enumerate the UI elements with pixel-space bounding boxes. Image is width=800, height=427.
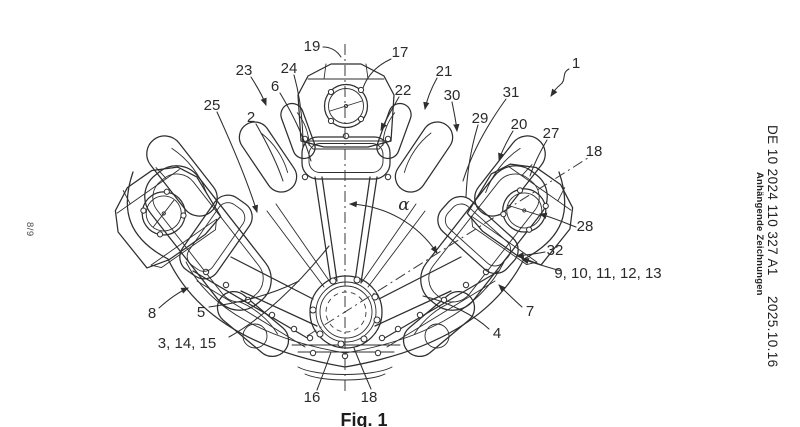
ref-label-25: 25	[204, 97, 221, 114]
sheet-number: 8/9	[24, 222, 35, 237]
boss-lower-right	[424, 323, 450, 349]
ref-label-6: 6	[271, 78, 279, 95]
margin-note: Anhängende Zeichnungen	[754, 172, 765, 296]
leader-25	[216, 111, 258, 214]
leader-19	[322, 46, 342, 58]
leader-5	[208, 280, 300, 308]
ref-label-4: 4	[493, 325, 501, 342]
publication-date: 2025.10.16	[765, 295, 780, 368]
ref-label-21: 21	[436, 63, 453, 80]
crank-front-cover	[309, 275, 383, 349]
ref-label-18-right: 18	[586, 143, 603, 160]
leader-28	[538, 212, 577, 228]
angle-alpha-label: α	[398, 195, 410, 215]
ref-label-19: 19	[304, 38, 321, 55]
ref-label-5: 5	[197, 304, 205, 321]
publication-header: DE 10 2024 110 327 A1 2025.10.16	[765, 125, 780, 367]
leader-1-squiggle	[550, 68, 570, 97]
leader-22	[380, 96, 400, 131]
ref-label-1: 1	[572, 55, 580, 72]
intake-plenum-center	[301, 136, 391, 180]
ref-label-18-bottom: 18	[361, 389, 378, 406]
ref-label-27: 27	[543, 125, 560, 142]
engine-assembly	[99, 63, 589, 381]
leader-27	[529, 139, 548, 177]
leader-17	[362, 58, 392, 89]
runner-right-inner	[388, 115, 460, 199]
ref-label-28: 28	[577, 218, 594, 235]
cylinder-axis-inclined	[306, 155, 592, 337]
ref-label-32: 32	[547, 242, 564, 259]
bottom-flange	[291, 344, 401, 360]
leader-24	[293, 74, 304, 148]
publication-number: DE 10 2024 110 327 A1	[765, 125, 780, 276]
right-margin-block: DE 10 2024 110 327 A1 2025.10.16 Anhängen…	[754, 125, 780, 367]
ref-label-22: 22	[395, 82, 412, 99]
ref-label-3-14-15: 3, 14, 15	[158, 335, 216, 352]
runner-left-inner	[232, 115, 304, 199]
flange-rail-left	[192, 268, 314, 348]
ref-label-20: 20	[511, 116, 528, 133]
bank-angle-arc	[348, 201, 438, 254]
leader-lines	[158, 46, 577, 391]
flange-rail-right	[378, 268, 500, 348]
leader-7	[498, 284, 523, 308]
ref-label-23: 23	[236, 62, 253, 79]
ref-label-2: 2	[247, 109, 255, 126]
ref-label-16: 16	[304, 389, 321, 406]
ref-label-9-10-11-12-13: 9, 10, 11, 12, 13	[554, 265, 661, 282]
leader-9-13	[521, 258, 562, 272]
leader-21	[423, 77, 438, 111]
ref-label-30: 30	[444, 87, 461, 104]
leader-3-14-15	[228, 245, 330, 338]
leader-8	[158, 287, 189, 309]
ref-label-7: 7	[526, 303, 534, 320]
leader-18-bottom	[353, 347, 372, 390]
runner-left-outer	[138, 128, 226, 224]
leader-6	[279, 92, 312, 162]
figure-caption: Fig. 1	[340, 410, 387, 427]
ref-label-8: 8	[148, 305, 156, 322]
ref-label-29: 29	[472, 110, 489, 127]
leader-20	[498, 130, 514, 161]
leader-23	[250, 76, 267, 106]
ref-label-31: 31	[503, 84, 520, 101]
leader-32	[515, 251, 546, 259]
ref-label-24: 24	[281, 60, 298, 77]
leader-4	[422, 295, 490, 330]
ref-label-17: 17	[392, 44, 409, 61]
boss-lower-left	[242, 323, 268, 349]
crank-axis-circle	[325, 291, 367, 333]
front-cover-ribs	[230, 176, 462, 327]
leader-31	[462, 98, 507, 182]
reference-labels: 19 17 23 24 6 2 25 21 22 30 31 29 20 27 …	[148, 38, 662, 406]
leader-30	[451, 101, 460, 133]
leader-2	[255, 123, 284, 182]
leader-16	[316, 351, 332, 391]
leader-29	[465, 124, 479, 198]
